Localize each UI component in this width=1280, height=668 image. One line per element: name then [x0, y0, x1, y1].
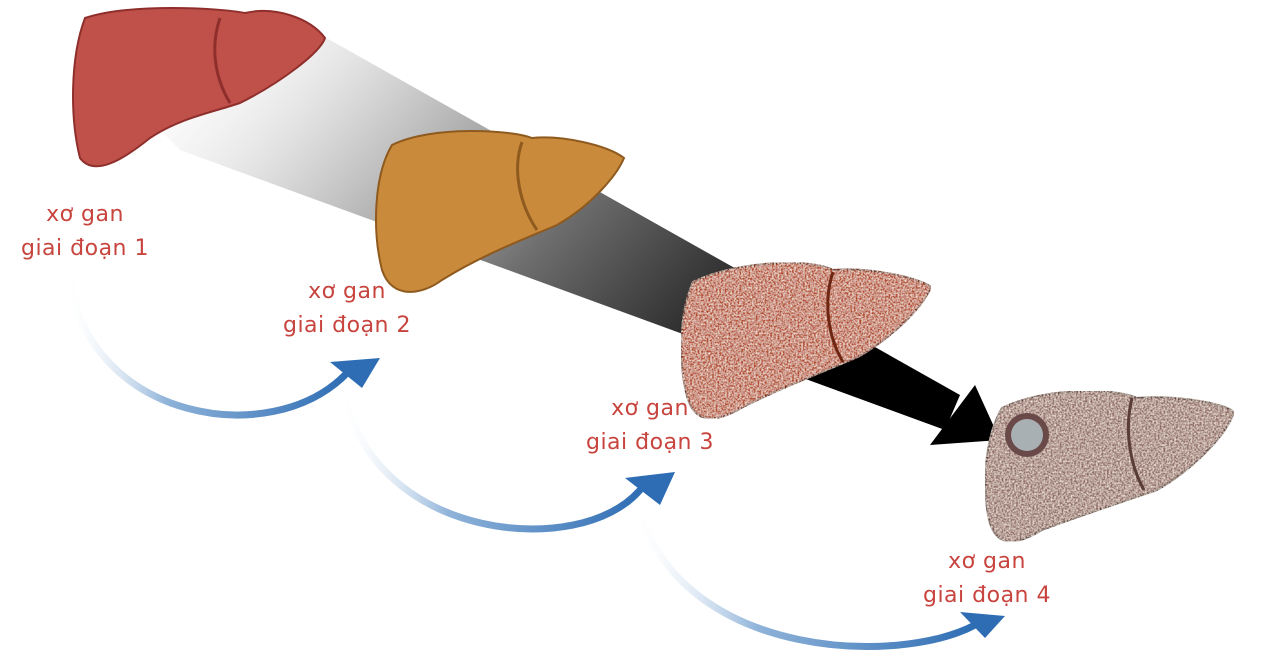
- curved-arrow-icon: [66, 276, 1005, 650]
- stage-label-3: xơ gan giai đoạn 3: [575, 392, 725, 460]
- stage-label-line2: giai đoạn 1: [20, 236, 149, 261]
- stage-label-line2: giai đoạn 4: [922, 583, 1051, 608]
- progression-arrowhead: [930, 385, 1000, 445]
- liver-lobe-line: [826, 271, 845, 363]
- liver-lobe-line: [213, 17, 232, 104]
- progression-beam: [150, 30, 960, 430]
- stage-label-1: xơ gan giai đoạn 1: [10, 198, 160, 266]
- curved-arrow-2-head: [625, 472, 675, 505]
- liver-icon: [375, 130, 626, 293]
- stage-label-line2: giai đoạn 2: [282, 313, 411, 338]
- liver-stage-3: [680, 261, 933, 420]
- liver-stage-1: [72, 7, 327, 168]
- tumor-icon: [1005, 413, 1049, 457]
- liver-lobe-line: [516, 141, 539, 231]
- curved-arrow-1-head: [330, 358, 380, 388]
- liver-icon: [680, 261, 933, 420]
- stage-label-2: xơ gan giai đoạn 2: [272, 275, 422, 343]
- curved-arrow-1: [66, 276, 349, 419]
- stage-label-line2: giai đoạn 3: [585, 430, 714, 455]
- curved-arrow-2: [341, 391, 644, 533]
- liver-icon: [984, 390, 1236, 543]
- stage-label-line1: xơ gan: [46, 202, 124, 227]
- liver-stage-2: [375, 130, 626, 293]
- stage-label-line1: xơ gan: [308, 279, 386, 304]
- liver-lobe-line: [1126, 397, 1146, 491]
- stage-label-4: xơ gan giai đoạn 4: [912, 545, 1062, 613]
- stage-label-line1: xơ gan: [611, 396, 689, 421]
- stage-label-line1: xơ gan: [948, 549, 1026, 574]
- curved-arrow-3: [636, 511, 979, 650]
- progression-arrow-icon: [150, 30, 1000, 445]
- liver-icon: [72, 7, 327, 168]
- curved-arrow-3-head: [960, 612, 1005, 638]
